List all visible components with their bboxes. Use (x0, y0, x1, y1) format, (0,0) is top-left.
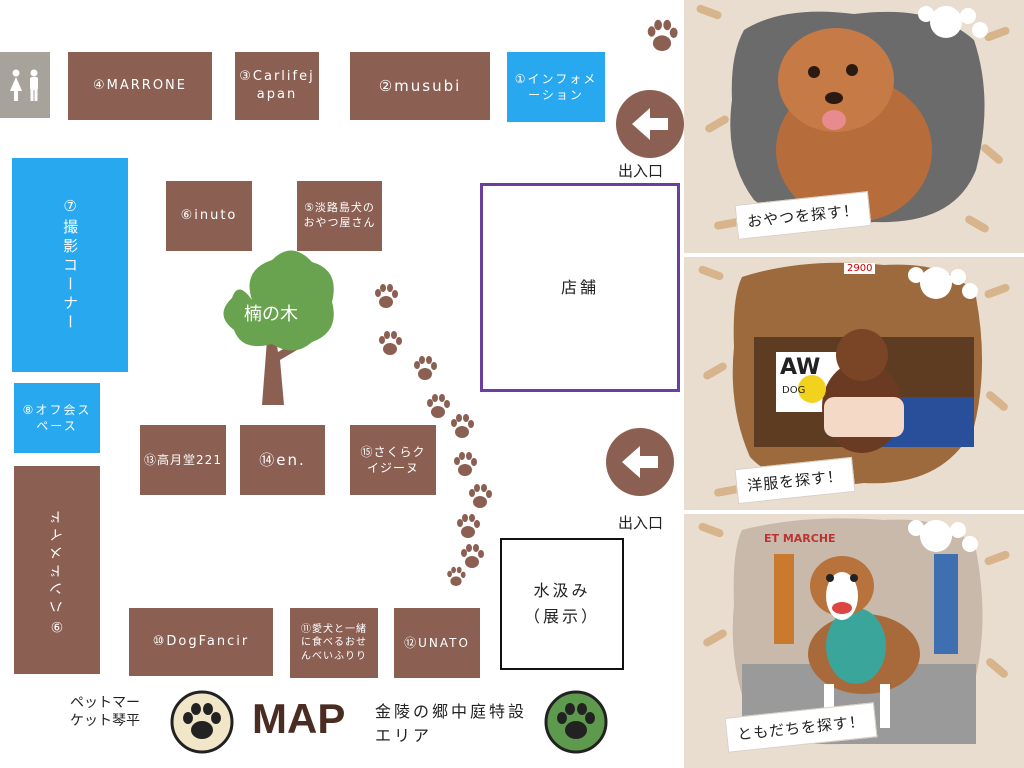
booth-dogfancir[interactable]: ⑩DogFancir (129, 608, 273, 676)
booth-label: ⑬高月堂221 (144, 452, 222, 467)
market-banner: ET MARCHE (764, 532, 836, 545)
booth-photo-corner[interactable]: ⑦撮影コーナー (12, 158, 128, 372)
shop-sign: AW (780, 355, 821, 380)
booth-marrone[interactable]: ④MARRONE (68, 52, 212, 120)
store-area[interactable]: 店舗 (480, 183, 680, 392)
booth-label: ⑤淡路島犬のおやつ屋さん (303, 201, 376, 229)
panel-friends[interactable]: ET MARCHE ともだちを探す！ (684, 514, 1024, 768)
footer-org: ペットマーケット琴平 (70, 695, 140, 729)
booth-information[interactable]: ①インフォメーション (507, 52, 605, 122)
dog-photo-clothes (698, 262, 1010, 497)
booth-en[interactable]: ⑭en. (240, 425, 325, 495)
booth-label: ⑫UNATO (404, 635, 470, 650)
panel-snacks[interactable]: おやつを探す！ (684, 0, 1024, 253)
panel-clothes[interactable]: 2900 AW DOG 洋服を探す！ (684, 257, 1024, 510)
dog-photo-poodle (696, 4, 1010, 233)
booth-awajishima[interactable]: ⑤淡路島犬のおやつ屋さん (297, 181, 382, 251)
booth-label: ⑦撮影コーナー (61, 197, 80, 333)
booth-sakura-cuisine[interactable]: ⑮さくらクイジーヌ (350, 425, 436, 495)
paw-badge-icon (170, 690, 234, 754)
feature-panels: おやつを探す！ 2900 AW DOG 洋服を探す！ (684, 0, 1024, 768)
booth-label: ⑥inuto (180, 208, 238, 224)
arrow-left-icon (632, 108, 668, 140)
booth-carlifejapan[interactable]: ③Carlifejapan (235, 52, 319, 120)
booth-musubi[interactable]: ②musubi (350, 52, 490, 120)
booth-label: ⑪愛犬と一緒に食べるおせんべいふりり (301, 623, 367, 662)
booth-inuto[interactable]: ⑥inuto (166, 181, 252, 251)
water-station[interactable]: 水汲み（展示） (500, 538, 624, 670)
booth-label: ⑩DogFancir (152, 634, 250, 650)
entrance-label-bottom: 出入口 (618, 514, 664, 532)
booth-senbei[interactable]: ⑪愛犬と一緒に食べるおせんべいふりり (290, 608, 378, 678)
booth-label: ②musubi (378, 76, 462, 95)
booth-label: ⑭en. (259, 450, 306, 469)
paw-badge-icon (544, 690, 608, 754)
booth-offkai-space[interactable]: ⑧オフ会スペース (14, 383, 100, 453)
booth-unato[interactable]: ⑫UNATO (394, 608, 480, 678)
booth-label: ④MARRONE (93, 78, 187, 94)
arrow-left-icon (622, 446, 658, 478)
shop-sign-sub: DOG (782, 385, 806, 396)
footer-area: 金陵の郷中庭特設エリア (375, 702, 528, 745)
restroom-icon (10, 69, 38, 101)
tree-icon (223, 250, 334, 405)
booth-label: ⑮さくらクイジーヌ (360, 444, 426, 475)
entrance-arrow-top[interactable] (616, 90, 684, 158)
water-label: 水汲み（展示） (523, 581, 600, 626)
map-title: MAP (252, 695, 346, 742)
paw-trail (375, 19, 678, 586)
event-map: ④MARRONE ③Carlifejapan ②musubi ①インフォメーショ… (0, 19, 684, 754)
restroom[interactable] (0, 52, 50, 118)
booth-takatsukido[interactable]: ⑬高月堂221 (140, 425, 226, 495)
tree-label: 楠の木 (244, 304, 298, 325)
entrance-label-top: 出入口 (618, 162, 664, 180)
booth-label: ①インフォメーション (514, 71, 598, 102)
booth-handmade[interactable]: ⑨ハンドメイド (14, 466, 100, 674)
booth-label: ⑧オフ会スペース (22, 402, 92, 433)
price-tag: 2900 (844, 263, 876, 274)
store-label: 店舗 (560, 277, 599, 297)
entrance-arrow-bottom[interactable] (606, 428, 674, 496)
booth-label: ③Carlifejapan (239, 69, 315, 102)
